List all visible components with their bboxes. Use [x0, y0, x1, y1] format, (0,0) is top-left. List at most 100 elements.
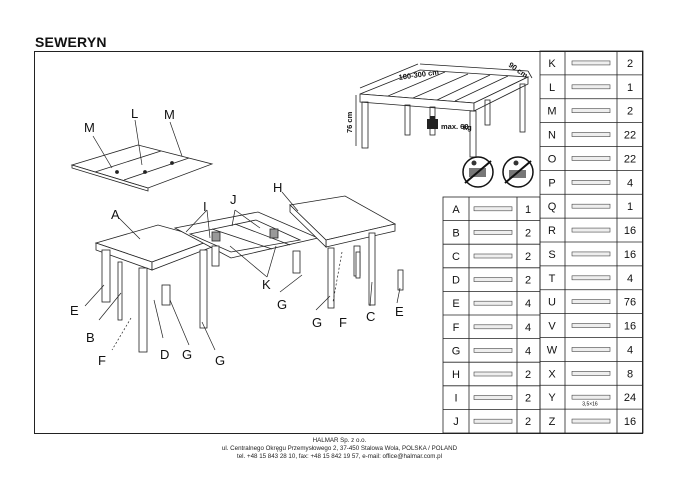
parts-row-o: O 22	[540, 146, 643, 165]
label-f-right: F	[339, 315, 347, 330]
label-c: C	[366, 309, 375, 324]
part-a-icon	[473, 206, 513, 212]
parts-row-v: V 16	[540, 313, 643, 333]
document-title: SEWERYN	[35, 34, 107, 50]
part-letter: T	[549, 273, 556, 285]
weight-icon	[427, 116, 438, 129]
part-quantity: 1	[627, 201, 633, 213]
label-f-left: F	[98, 353, 106, 368]
part-letter: O	[548, 153, 557, 165]
part-j-icon	[473, 418, 513, 424]
part-quantity: 2	[627, 58, 633, 70]
max-load-label: max. 60	[441, 122, 469, 131]
part-k-icon	[571, 60, 611, 66]
part-quantity: 2	[525, 251, 531, 263]
part-letter: I	[454, 393, 457, 405]
company-footer: HALMAR Sp. z o.o. ul. Centralnego Okręgu…	[0, 437, 679, 461]
part-letter: N	[548, 130, 556, 142]
part-quantity: 4	[525, 298, 531, 310]
part-l-icon	[571, 84, 611, 90]
label-g-mid: G	[182, 347, 192, 362]
label-g-far: G	[312, 315, 322, 330]
part-quantity: 16	[624, 321, 636, 333]
part-r-icon	[571, 227, 611, 233]
label-e-left: E	[70, 303, 79, 318]
parts-row-r: R 16	[540, 217, 643, 237]
part-h-icon	[473, 371, 513, 377]
part-letter: Y	[548, 392, 556, 404]
part-x-icon	[571, 371, 611, 376]
part-quantity: 22	[624, 153, 636, 165]
part-letter: C	[452, 251, 460, 263]
footer-address: ul. Centralnego Okręgu Przemysłowego 2, …	[221, 445, 458, 452]
part-letter: X	[548, 368, 556, 380]
part-letter: J	[453, 416, 459, 428]
part-quantity: 2	[525, 416, 531, 428]
tabletop-a-drawing	[94, 224, 214, 353]
part-c-icon	[473, 253, 513, 259]
part-quantity: 2	[525, 275, 531, 287]
part-quantity: 2	[525, 369, 531, 381]
part-letter: A	[452, 204, 460, 216]
height-dimension: 76 cm	[345, 111, 354, 133]
label-g-right: G	[277, 297, 287, 312]
label-k: K	[262, 277, 271, 292]
part-letter: W	[547, 344, 558, 356]
label-e-right: E	[395, 304, 404, 319]
part-letter: U	[548, 297, 556, 309]
part-letter: L	[549, 82, 555, 94]
part-quantity: 1	[525, 204, 531, 216]
label-m-left: M	[84, 120, 95, 135]
label-g-bottom: G	[215, 353, 225, 368]
label-b: B	[86, 330, 95, 345]
label-a: A	[111, 207, 120, 222]
parts-row-u: U 76	[540, 289, 643, 309]
part-d-icon	[473, 277, 513, 282]
part-quantity: 16	[624, 225, 636, 237]
part-y-icon	[571, 394, 611, 400]
part-quantity: 16	[624, 249, 636, 261]
part-letter: D	[452, 275, 460, 287]
part-q-icon	[571, 203, 611, 209]
part-letter: S	[548, 249, 555, 261]
part-letter: Q	[548, 201, 557, 213]
part-letter: V	[548, 321, 556, 333]
leaf-panels-drawing	[70, 144, 214, 192]
part-letter: K	[548, 58, 556, 70]
part-quantity: 16	[624, 416, 636, 428]
part-letter: B	[452, 227, 459, 239]
part-quantity: 8	[627, 368, 633, 380]
part-quantity: 4	[525, 322, 531, 334]
footer-contact: tel. +48 15 843 28 10, fax: +48 15 842 1…	[237, 453, 442, 460]
max-load-unit: kg	[463, 123, 472, 132]
part-letter: G	[452, 345, 461, 357]
part-g-icon	[473, 348, 513, 353]
part-quantity: 76	[624, 297, 636, 309]
part-z-icon	[571, 418, 611, 424]
part-quantity: 1	[627, 82, 633, 94]
label-i: I	[203, 199, 207, 214]
part-letter: R	[548, 225, 556, 237]
part-letter: E	[452, 298, 459, 310]
part-w-icon	[571, 347, 611, 352]
no-sitting-icon	[502, 156, 534, 188]
part-e-icon	[473, 300, 513, 306]
